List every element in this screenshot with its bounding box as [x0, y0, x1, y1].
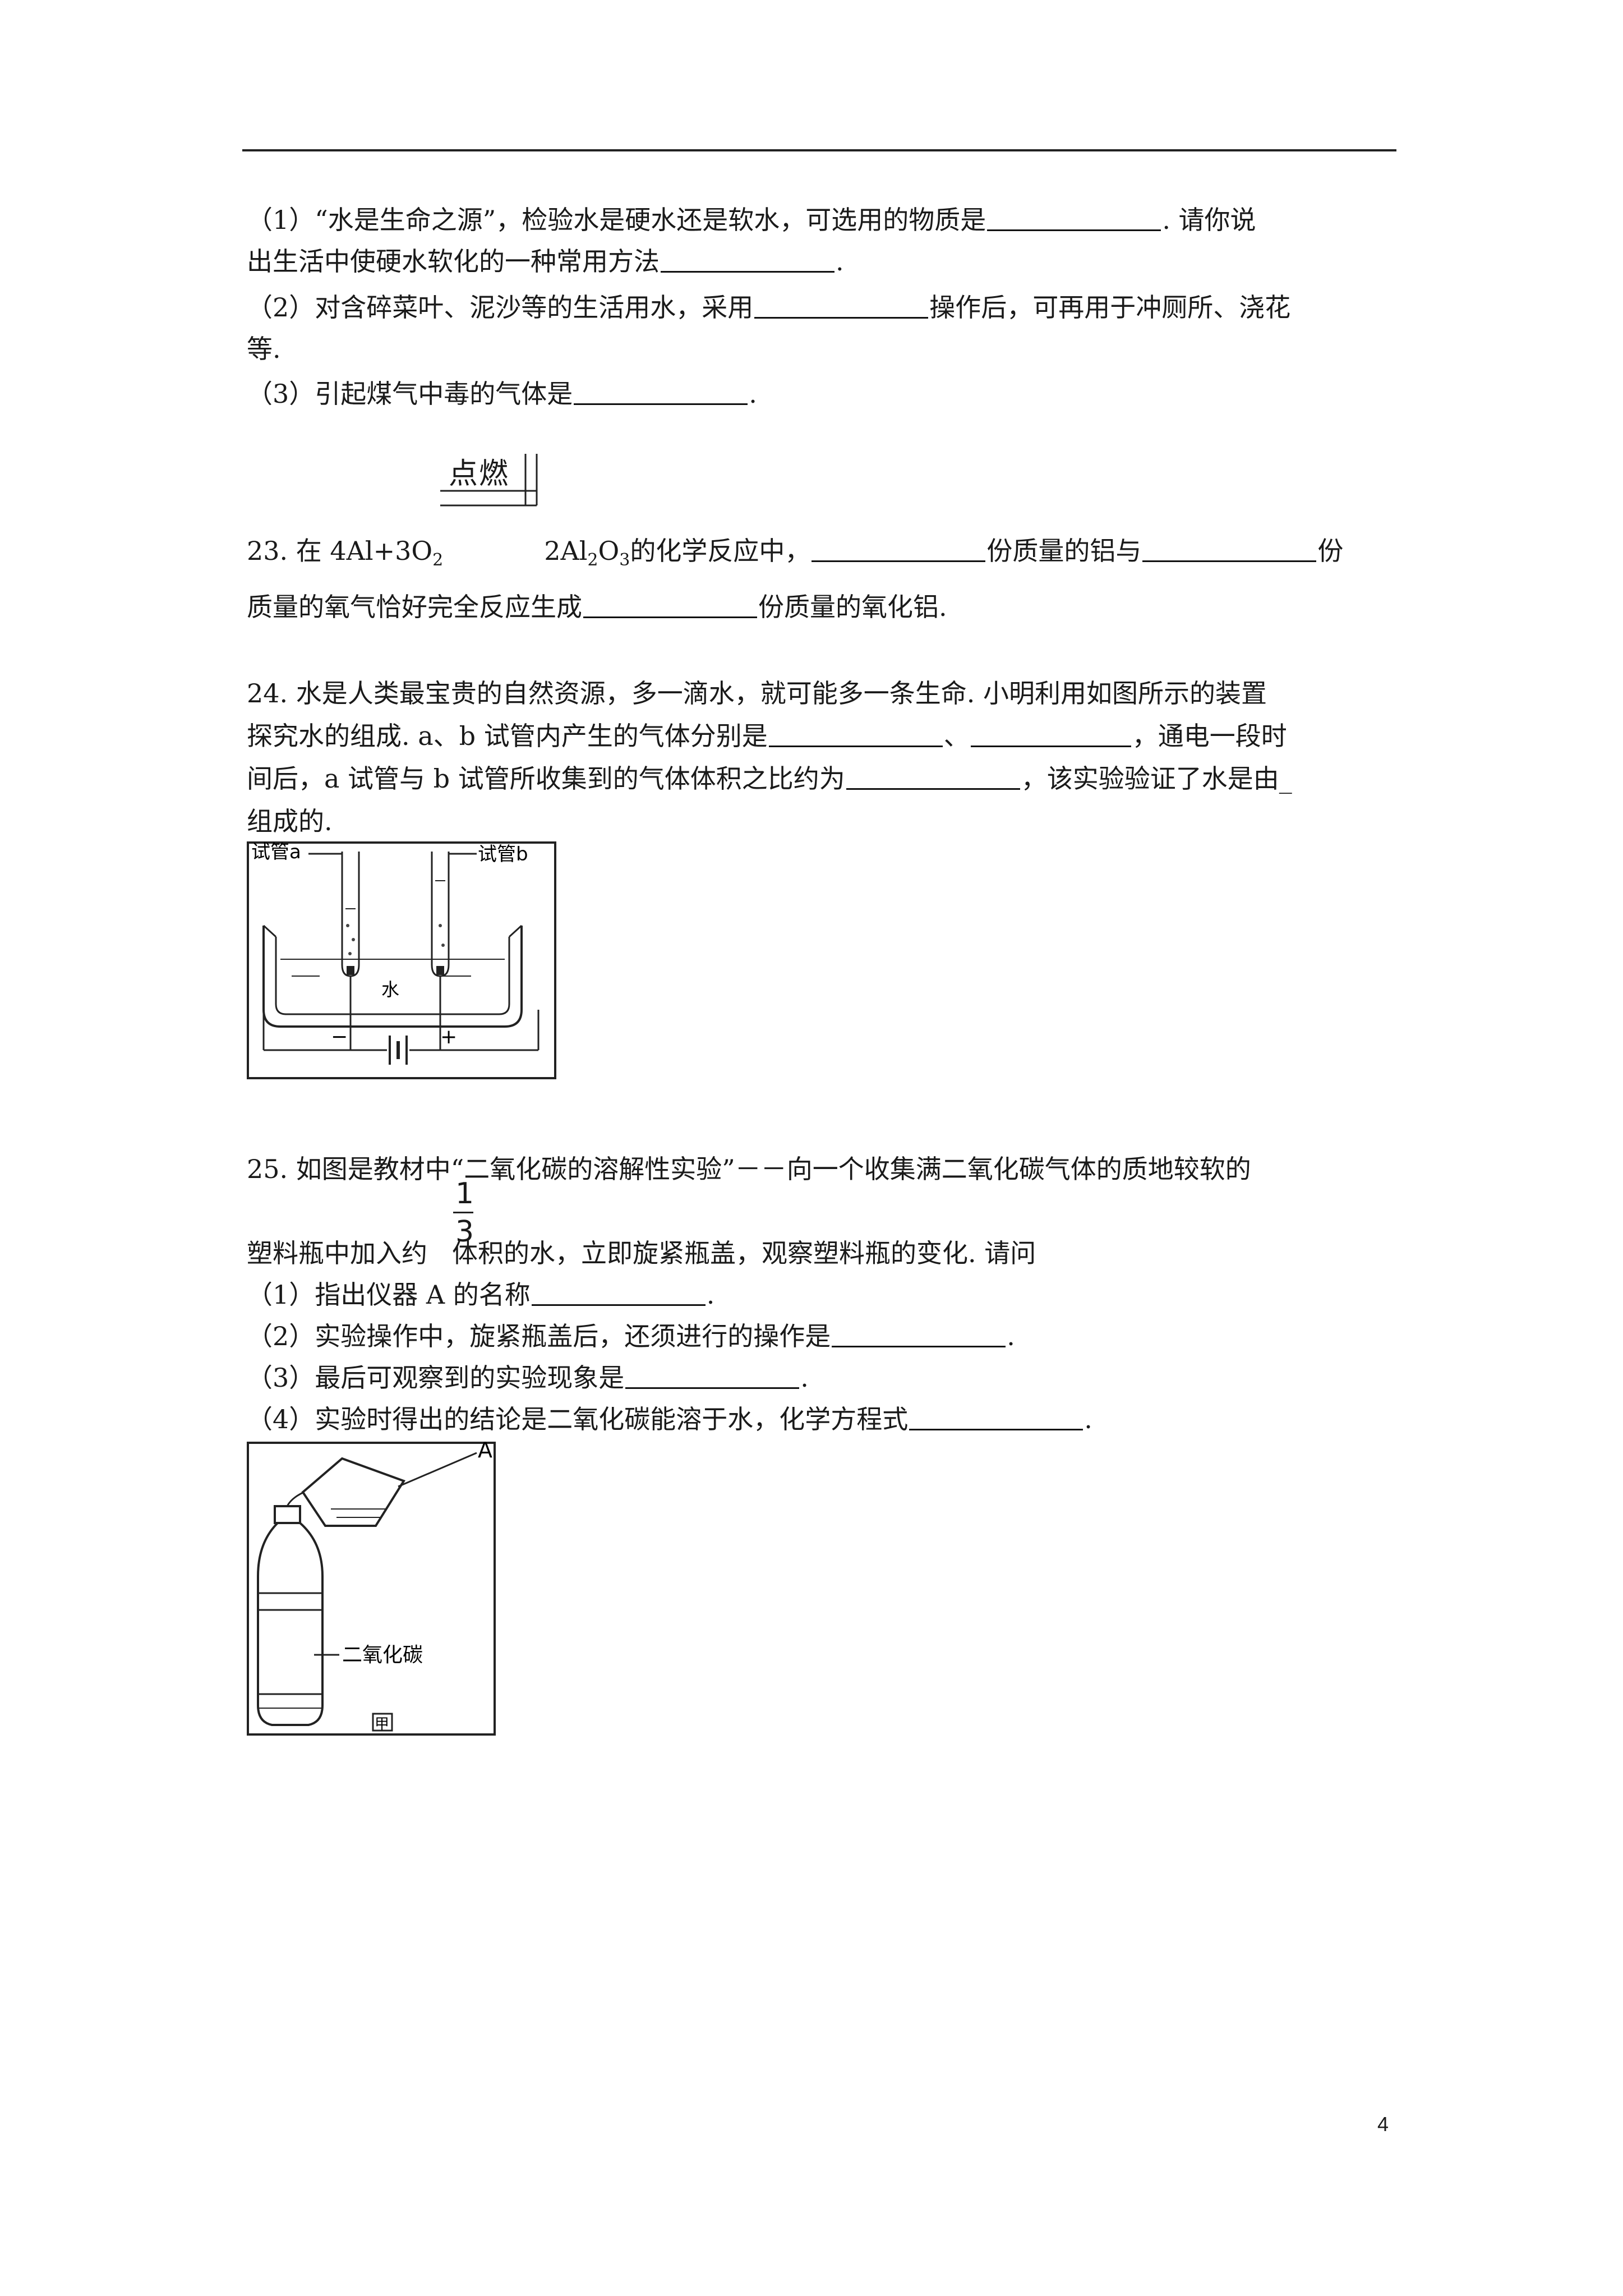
fraction-denominator: 3: [455, 1215, 474, 1249]
answer-blank[interactable]: [768, 721, 943, 747]
q23-text: 份质量的铝与: [986, 536, 1142, 566]
q24-text: 探究水的组成. a、b 试管内产生的气体分别是: [247, 721, 768, 751]
q22-part1-line2: 出生活中使硬水软化的一种常用方法.: [247, 245, 844, 278]
figure-caption-label: 甲: [375, 1716, 389, 1733]
q24-text: ，该实验验证了水是由_: [1021, 763, 1292, 794]
answer-blank[interactable]: [661, 246, 834, 273]
q24-text: ，通电一段时: [1132, 721, 1287, 751]
answer-blank[interactable]: [846, 763, 1020, 790]
q22-text: （1）“水是生命之源”，检验水是硬水还是软水，可选用的物质是: [247, 205, 986, 235]
answer-blank[interactable]: [909, 1404, 1083, 1430]
q22-part2-line2: 等.: [247, 332, 281, 366]
q25-text: （1）指出仪器 A 的名称: [247, 1280, 531, 1310]
positive-terminal-label: +: [440, 1025, 457, 1048]
q24-line1: 24. 水是人类最宝贵的自然资源，多一滴水，就可能多一条生命. 小明利用如图所示…: [247, 677, 1267, 710]
q23-text: 的化学反应中，: [630, 536, 811, 566]
q25-sub1: （1）指出仪器 A 的名称.: [247, 1278, 714, 1312]
q25-line1: 25. 如图是教材中“二氧化碳的溶解性实验”－－向一个收集满二氧化碳气体的质地较…: [247, 1152, 1251, 1186]
answer-blank[interactable]: [987, 205, 1161, 231]
reaction-condition-box: [440, 454, 538, 507]
q24-text: 、: [943, 721, 970, 751]
q23-line2: 质量的氧气恰好完全反应生成 份质量的氧化铝.: [247, 590, 947, 624]
q25-sub2: （2）实验操作中，旋紧瓶盖后，还须进行的操作是.: [247, 1319, 1015, 1353]
q25-text: 体积的水，立即旋紧瓶盖，观察塑料瓶的变化. 请问: [452, 1238, 1036, 1268]
q22-text: 等.: [247, 334, 281, 364]
answer-blank[interactable]: [754, 292, 929, 319]
water-label: 水: [381, 979, 399, 1000]
q24-line2: 探究水的组成. a、b 试管内产生的气体分别是 、 ，通电一段时: [247, 719, 1287, 753]
subscript: 2: [587, 550, 598, 570]
subscript: 2: [432, 550, 444, 570]
answer-blank[interactable]: [970, 721, 1131, 747]
q22-text: . 请你说: [1162, 205, 1256, 235]
co2-label: 二氧化碳: [342, 1644, 423, 1667]
apparatus-a-label: A: [478, 1442, 492, 1462]
q25-text: .: [1007, 1321, 1015, 1351]
q22-text: .: [749, 379, 757, 409]
q23-text: 2Al: [544, 536, 588, 566]
q22-text: （2）对含碎菜叶、泥沙等的生活用水，采用: [247, 292, 754, 323]
tube-a-label: 试管a: [251, 841, 301, 863]
q24-text: 组成的.: [247, 806, 333, 836]
q25-text: .: [706, 1280, 715, 1310]
q24-line4: 组成的.: [247, 804, 333, 838]
q24-line3: 间后，a 试管与 b 试管所收集到的气体体积之比约为 ，该实验验证了水是由_: [247, 762, 1292, 795]
q23-text: O: [598, 536, 620, 566]
header-rule: [242, 149, 1396, 151]
tube-b-label: 试管b: [478, 843, 528, 866]
q25-text: 25. 如图是教材中“二氧化碳的溶解性实验”－－向一个收集满二氧化碳气体的质地较…: [247, 1154, 1251, 1184]
q23-text: 质量的氧气恰好完全反应生成: [247, 592, 582, 622]
q24-text: 24. 水是人类最宝贵的自然资源，多一滴水，就可能多一条生命. 小明利用如图所示…: [247, 678, 1267, 708]
q25-text: 塑料瓶中加入约: [247, 1238, 427, 1268]
co2-solubility-figure: A 二氧化碳 甲: [247, 1442, 496, 1736]
answer-blank[interactable]: [625, 1363, 800, 1389]
q22-part2-line1: （2）对含碎菜叶、泥沙等的生活用水，采用 操作后，可再用于冲厕所、浇花: [247, 291, 1290, 324]
q25-line2: 塑料瓶中加入约体积的水，立即旋紧瓶盖，观察塑料瓶的变化. 请问: [247, 1236, 1036, 1270]
fraction-bar: [453, 1212, 473, 1213]
answer-blank[interactable]: [574, 379, 748, 405]
q25-text: （4）实验时得出的结论是二氧化碳能溶于水，化学方程式: [247, 1404, 909, 1434]
page-number: 4: [1377, 2113, 1389, 2136]
q25-text: （2）实验操作中，旋紧瓶盖后，还须进行的操作是: [247, 1321, 831, 1351]
answer-blank[interactable]: [531, 1280, 706, 1306]
q23-text: 份质量的氧化铝.: [758, 592, 947, 622]
q25-text: （3）最后可观察到的实验现象是: [247, 1363, 625, 1393]
subscript: 3: [619, 550, 630, 570]
answer-blank[interactable]: [583, 592, 757, 618]
q24-text: 间后，a 试管与 b 试管所收集到的气体体积之比约为: [247, 763, 845, 794]
q22-text: （3）引起煤气中毒的气体是: [247, 379, 573, 409]
q25-text: .: [1084, 1404, 1092, 1434]
answer-blank[interactable]: [811, 536, 986, 562]
electrolysis-apparatus-figure: 试管a 试管b 水 − +: [247, 841, 556, 1079]
q22-part3: （3）引起煤气中毒的气体是.: [247, 377, 757, 411]
reaction-condition-label: 点燃: [449, 457, 510, 491]
answer-blank[interactable]: [832, 1321, 1006, 1347]
q22-text: 出生活中使硬水软化的一种常用方法: [247, 246, 660, 277]
q22-part1-line1: （1）“水是生命之源”，检验水是硬水还是软水，可选用的物质是 . 请你说: [247, 203, 1256, 237]
q25-sub4: （4）实验时得出的结论是二氧化碳能溶于水，化学方程式.: [247, 1402, 1092, 1436]
q25-sub3: （3）最后可观察到的实验现象是.: [247, 1361, 809, 1395]
q22-text: 操作后，可再用于冲厕所、浇花: [929, 292, 1291, 323]
q22-text: .: [836, 246, 844, 277]
fraction-numerator: 1: [455, 1177, 474, 1211]
q25-text: .: [800, 1363, 809, 1393]
negative-terminal-label: −: [331, 1025, 348, 1048]
answer-blank[interactable]: [1142, 536, 1317, 562]
q23-text: 份: [1317, 536, 1344, 566]
q23-text: 23. 在 4Al+3O: [247, 536, 433, 566]
